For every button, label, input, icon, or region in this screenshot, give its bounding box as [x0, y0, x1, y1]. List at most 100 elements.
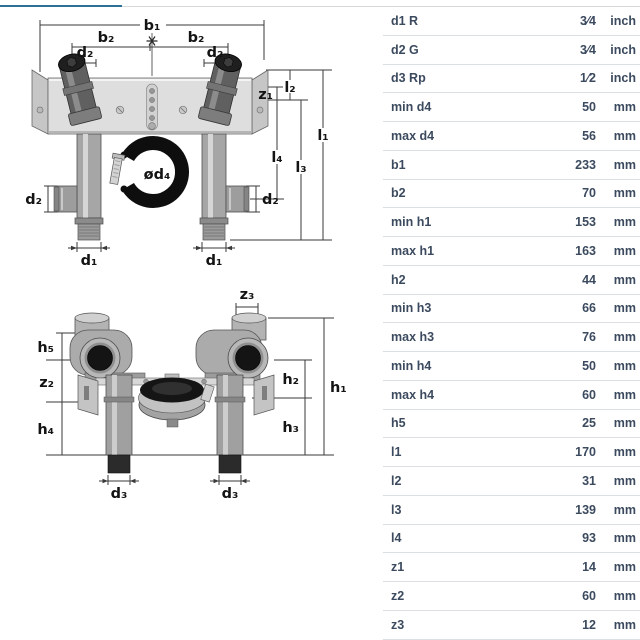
spec-unit: mm	[613, 588, 636, 603]
clamp-bolt	[109, 152, 126, 185]
dim-label-h3: h₃	[282, 420, 299, 436]
left-supply-connector	[58, 53, 102, 126]
spec-unit: mm	[613, 157, 636, 172]
spec-row-l4: l4 93 mm	[383, 525, 640, 554]
label-masks-front	[270, 80, 331, 174]
dim-label-b2-left: b₂	[98, 30, 115, 46]
dim-label-d3-left: d₃	[111, 486, 128, 502]
dim-label-d2-top-right: d₂	[207, 45, 224, 61]
dim-label-d4: ød₄	[144, 167, 171, 183]
left-pipe-side	[103, 374, 135, 474]
dim-label-d1-right: d₁	[206, 253, 223, 269]
dimension-arrowheads-side	[102, 478, 247, 484]
spec-value: 60	[582, 387, 596, 402]
spec-label: min h4	[391, 358, 432, 373]
spec-value: 76	[582, 330, 596, 345]
spec-row-l1: l1 170 mm	[383, 438, 640, 467]
spec-unit: mm	[613, 215, 636, 230]
dim-label-z2: z₂	[39, 375, 54, 391]
spec-label: l1	[391, 445, 402, 460]
spec-row-z2: z2 60 mm	[383, 582, 640, 611]
spec-label: b2	[391, 186, 406, 201]
spec-label: l4	[391, 531, 402, 546]
dim-label-d2-side-right: d₂	[262, 192, 279, 208]
spec-row-min-h1: min h1 153 mm	[383, 208, 640, 237]
spec-value: 153	[575, 215, 596, 230]
spec-row-l2: l2 31 mm	[383, 467, 640, 496]
spec-row-max-d4: max d4 56 mm	[383, 122, 640, 151]
spec-value: 233	[575, 157, 596, 172]
spec-row-max-h4: max h4 60 mm	[383, 381, 640, 410]
spec-row-l3: l3 139 mm	[383, 496, 640, 525]
dim-label-l3: l₃	[295, 160, 306, 176]
spec-value: 170	[575, 445, 596, 460]
dim-label-h5: h₅	[37, 340, 54, 356]
spec-unit: mm	[613, 358, 636, 373]
left-wall-bracket	[77, 374, 99, 416]
dim-label-l1: l₁	[317, 128, 328, 144]
spec-row-h5: h5 25 mm	[383, 410, 640, 439]
spec-value: 56	[582, 128, 596, 143]
spec-unit: mm	[613, 272, 636, 287]
spec-unit: mm	[613, 100, 636, 115]
dim-label-d2-top-left: d₂	[77, 45, 94, 61]
spec-label: b1	[391, 157, 406, 172]
right-wall-bracket	[253, 374, 275, 416]
dim-label-b2-right: b₂	[188, 30, 205, 46]
spec-value: 12	[582, 617, 596, 632]
spec-unit: mm	[613, 128, 636, 143]
spec-row-z3: z3 12 mm	[383, 611, 640, 640]
dimension-lines-front	[39, 20, 332, 252]
spec-row-b1: b1 233 mm	[383, 151, 640, 180]
spec-unit: mm	[613, 502, 636, 517]
left-side-outlet	[53, 185, 78, 213]
spec-unit: mm	[613, 445, 636, 460]
dim-label-b1: b₁	[144, 18, 161, 34]
pipe-clamp-side	[138, 377, 215, 428]
spec-unit: mm	[613, 186, 636, 201]
spec-label: z3	[391, 617, 405, 632]
spec-value: 163	[575, 243, 596, 258]
dim-label-z1: z₁	[258, 87, 273, 103]
dim-label-h1: h₁	[330, 380, 347, 396]
spec-value: 3⁄4	[580, 13, 596, 28]
dim-label-h4: h₄	[37, 422, 54, 438]
spec-unit: inch	[610, 42, 636, 57]
spec-value: 25	[582, 416, 596, 431]
side-view-technical-drawing: z₃ h₅ z₂ h₄ h₂ h₃ h₁ d₃ d₃	[37, 287, 347, 502]
dim-label-d3-right: d₃	[222, 486, 239, 502]
spec-label: l2	[391, 473, 402, 488]
spec-label: z2	[391, 588, 405, 603]
left-elbow-fitting	[69, 312, 146, 382]
spec-value: 14	[582, 560, 596, 575]
pipe-clamp-ring	[109, 136, 189, 208]
right-supply-connector	[198, 53, 242, 126]
spec-label: min d4	[391, 100, 432, 115]
spec-label: d1 R	[391, 13, 419, 28]
spec-label: min h1	[391, 215, 432, 230]
spec-label: h2	[391, 272, 406, 287]
plate-center-slot	[146, 83, 158, 131]
spec-unit: mm	[613, 560, 636, 575]
spec-unit: mm	[613, 243, 636, 258]
spec-unit: mm	[613, 301, 636, 316]
spec-row-h2: h2 44 mm	[383, 266, 640, 295]
right-pipe-side	[214, 374, 246, 474]
spec-row-b2: b2 70 mm	[383, 180, 640, 209]
spec-row-min-h4: min h4 50 mm	[383, 352, 640, 381]
spec-label: l3	[391, 502, 402, 517]
right-elbow-fitting	[195, 312, 269, 382]
page-top-divider	[0, 6, 640, 7]
spec-label: max h1	[391, 243, 435, 258]
spec-unit: mm	[613, 617, 636, 632]
spec-label: max d4	[391, 128, 435, 143]
spec-value: 44	[582, 272, 596, 287]
dim-label-z3: z₃	[240, 287, 255, 303]
spec-unit: mm	[613, 330, 636, 345]
spec-value: 70	[582, 186, 596, 201]
spec-row-d2: d2 G 3⁄4 inch	[383, 36, 640, 65]
spec-unit: inch	[610, 13, 636, 28]
spec-label: z1	[391, 560, 405, 575]
spec-value: 66	[582, 301, 596, 316]
spec-unit: mm	[613, 473, 636, 488]
